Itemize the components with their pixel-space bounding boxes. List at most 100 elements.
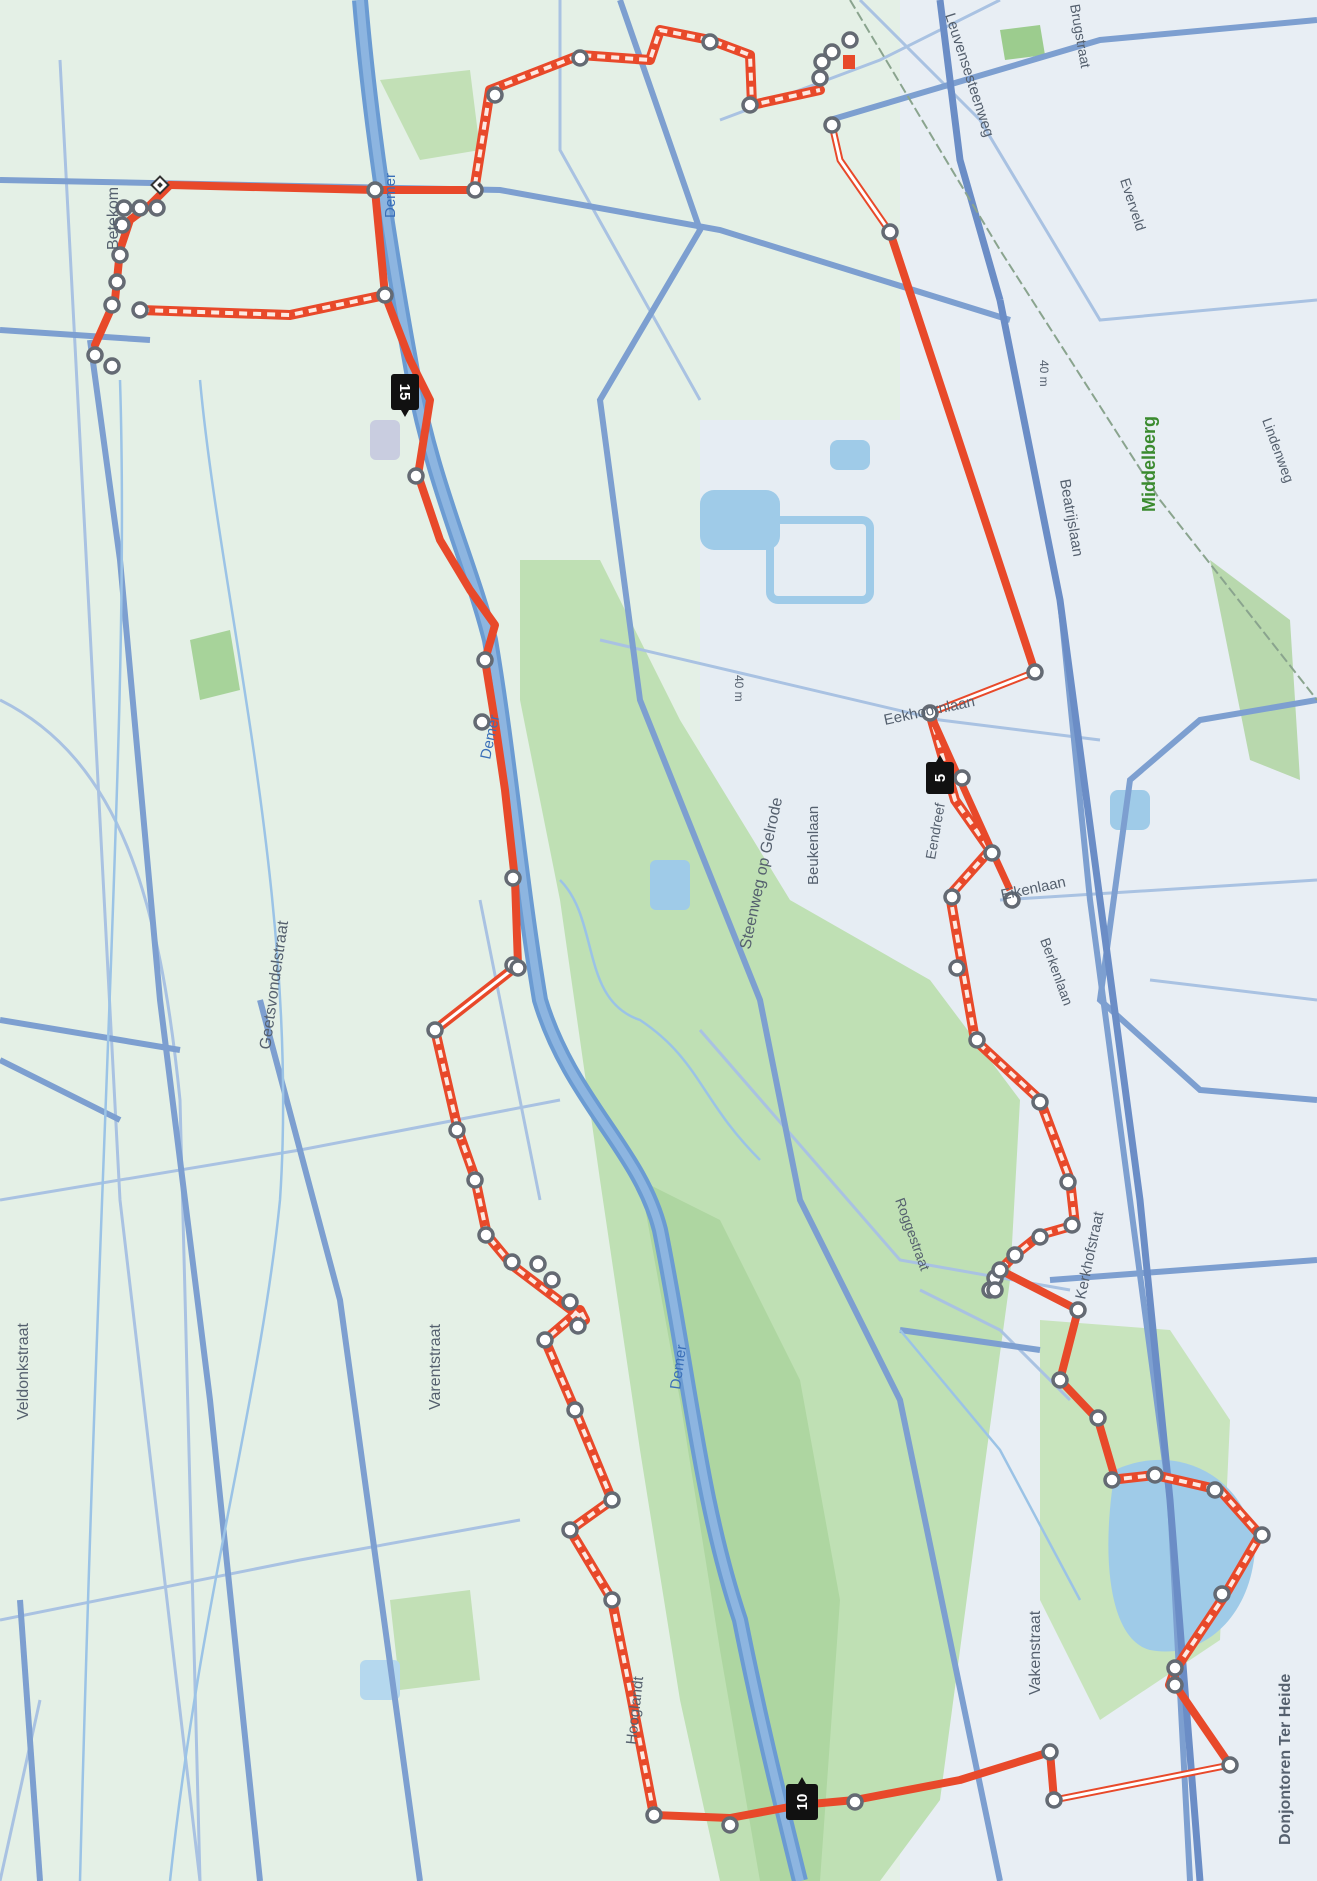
waypoint[interactable] — [569, 1317, 587, 1335]
forest-area — [520, 560, 1020, 1881]
waypoint[interactable] — [476, 651, 494, 669]
waypoint[interactable] — [1051, 1371, 1069, 1389]
waypoint[interactable] — [111, 246, 129, 264]
waypoint[interactable] — [1146, 1466, 1164, 1484]
waypoint[interactable] — [721, 1816, 739, 1834]
pond — [370, 420, 400, 460]
waypoint[interactable] — [1213, 1585, 1231, 1603]
km-marker-10[interactable]: 10 — [786, 1777, 818, 1820]
waypoint[interactable] — [543, 1271, 561, 1289]
streams — [78, 379, 1082, 1881]
waypoint[interactable] — [376, 286, 394, 304]
route-start-icon[interactable] — [150, 175, 170, 195]
waypoint[interactable] — [131, 199, 149, 217]
waypoint[interactable] — [561, 1293, 579, 1311]
route-waypoints[interactable] — [86, 31, 1271, 1834]
waypoint[interactable] — [103, 357, 121, 375]
waypoint[interactable] — [811, 69, 829, 87]
pond — [1110, 790, 1150, 830]
waypoint[interactable] — [846, 1793, 864, 1811]
waypoint[interactable] — [603, 1591, 621, 1609]
waypoint[interactable] — [466, 181, 484, 199]
waypoint[interactable] — [1006, 1246, 1024, 1264]
waypoint[interactable] — [426, 1021, 444, 1039]
elevation-label: 40 m — [732, 675, 746, 702]
waypoint[interactable] — [921, 704, 939, 722]
waypoint[interactable] — [948, 959, 966, 977]
waypoint[interactable] — [473, 713, 491, 731]
waypoint[interactable] — [571, 49, 589, 67]
pond — [830, 440, 870, 470]
waypoint[interactable] — [113, 216, 131, 234]
waypoint[interactable] — [983, 844, 1001, 862]
waypoint[interactable] — [1253, 1526, 1271, 1544]
km-marker-label: 10 — [794, 1794, 811, 1811]
river-label-demer: Demer — [382, 173, 399, 218]
river-label-demer: Demer — [667, 1344, 690, 1391]
waypoint[interactable] — [486, 86, 504, 104]
waypoint[interactable] — [561, 1521, 579, 1539]
waypoint[interactable] — [86, 346, 104, 364]
waypoint[interactable] — [148, 199, 166, 217]
waypoint[interactable] — [1045, 1791, 1063, 1809]
street-label-vakenstraat: Vakenstraat — [1027, 1610, 1044, 1695]
km-marker-15[interactable]: 15 — [391, 374, 419, 417]
waypoint[interactable] — [813, 53, 831, 71]
waypoint[interactable] — [448, 1121, 466, 1139]
waypoint[interactable] — [1059, 1173, 1077, 1191]
waypoint[interactable] — [509, 959, 527, 977]
waypoint[interactable] — [1103, 1471, 1121, 1489]
waypoint[interactable] — [823, 43, 841, 61]
waypoint[interactable] — [503, 1253, 521, 1271]
waypoint[interactable] — [943, 888, 961, 906]
street-label-veldonkstraat: Veldonkstraat — [15, 1322, 32, 1420]
elevation-label: 40 m — [1037, 360, 1051, 387]
waypoint[interactable] — [986, 1281, 1004, 1299]
route-minor-inner — [434, 124, 1231, 1802]
waypoint[interactable] — [1089, 1409, 1107, 1427]
waypoint[interactable] — [1031, 1228, 1049, 1246]
waypoint[interactable] — [131, 301, 149, 319]
waypoint[interactable] — [991, 1261, 1009, 1279]
km-marker-label: 15 — [396, 384, 413, 401]
waypoint[interactable] — [566, 1401, 584, 1419]
waypoint[interactable] — [1003, 891, 1021, 909]
waypoint[interactable] — [1026, 663, 1044, 681]
waypoint[interactable] — [1206, 1481, 1224, 1499]
waypoint[interactable] — [407, 467, 425, 485]
waypoint[interactable] — [1166, 1676, 1184, 1694]
waypoint[interactable] — [529, 1255, 547, 1273]
waypoint[interactable] — [645, 1806, 663, 1824]
waypoint[interactable] — [115, 199, 133, 217]
waypoint[interactable] — [108, 273, 126, 291]
pond — [766, 516, 874, 604]
waypoint[interactable] — [1221, 1756, 1239, 1774]
waypoint[interactable] — [841, 31, 859, 49]
street-label-varentstraat: Varentstraat — [427, 1323, 444, 1410]
waypoint[interactable] — [1031, 1093, 1049, 1111]
waypoint[interactable] — [1069, 1301, 1087, 1319]
waypoint[interactable] — [881, 223, 899, 241]
waypoint[interactable] — [477, 1226, 495, 1244]
green-patch — [390, 1590, 480, 1690]
waypoint[interactable] — [1063, 1216, 1081, 1234]
waypoint[interactable] — [504, 869, 522, 887]
waypoint[interactable] — [366, 181, 384, 199]
waypoint[interactable] — [741, 96, 759, 114]
highway — [936, 0, 1204, 1881]
waypoint[interactable] — [701, 33, 719, 51]
pond — [700, 490, 780, 550]
waypoint[interactable] — [968, 1031, 986, 1049]
waypoint[interactable] — [603, 1491, 621, 1509]
waypoint[interactable] — [823, 116, 841, 134]
route-end-marker[interactable] — [843, 55, 855, 69]
waypoint[interactable] — [1166, 1659, 1184, 1677]
waypoint[interactable] — [953, 769, 971, 787]
km-marker-5[interactable]: 5 — [926, 755, 954, 794]
waypoint[interactable] — [536, 1331, 554, 1349]
waypoint[interactable] — [1041, 1743, 1059, 1761]
waypoint[interactable] — [466, 1171, 484, 1189]
waypoint[interactable] — [103, 296, 121, 314]
